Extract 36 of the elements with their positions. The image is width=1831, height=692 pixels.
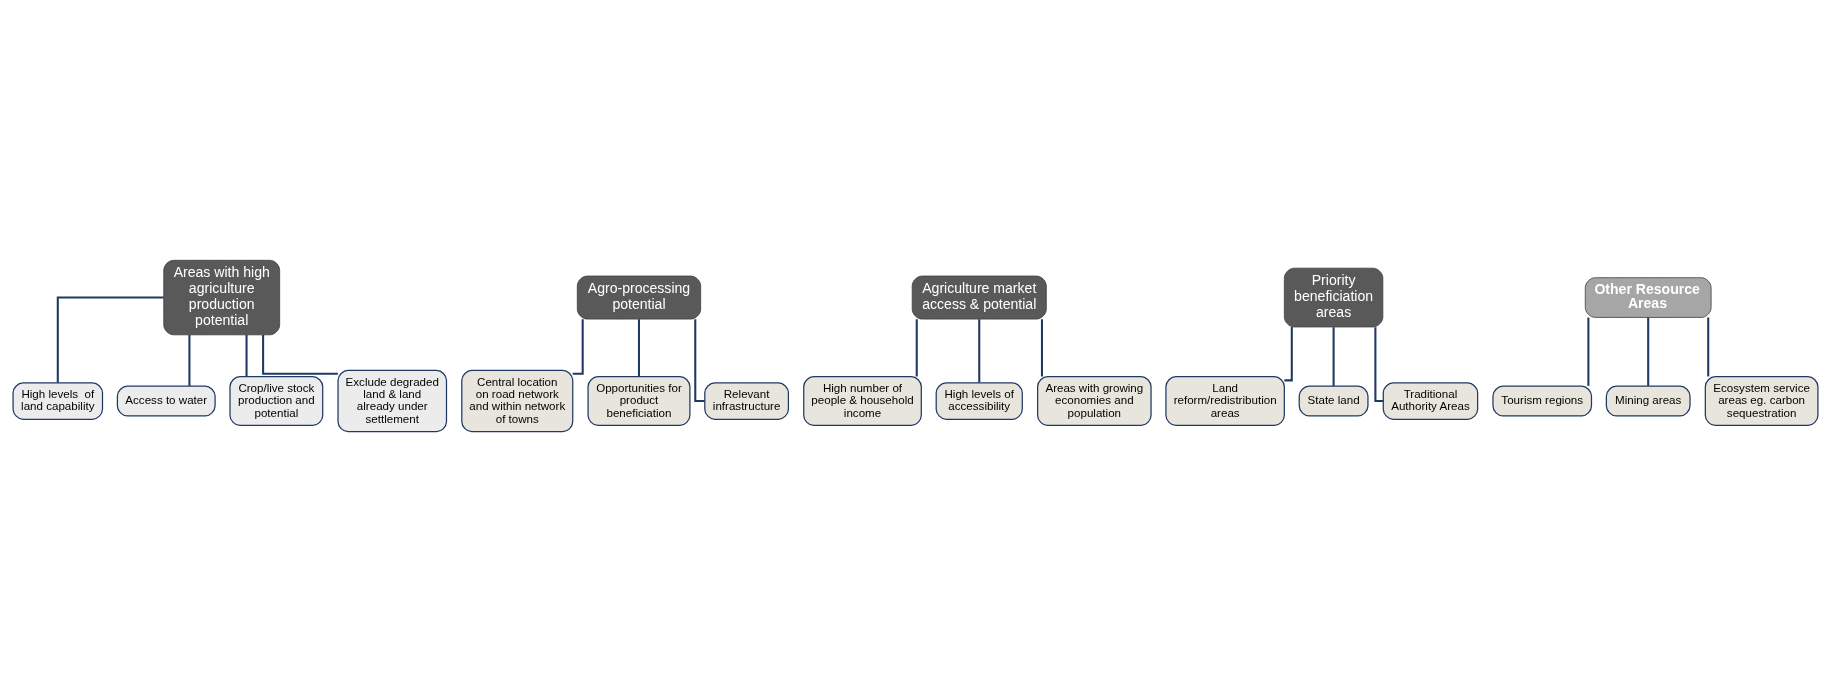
node-box: High levels of accessibility — [935, 382, 1023, 420]
connector — [1647, 317, 1650, 386]
connector — [56, 296, 164, 383]
connector — [978, 319, 981, 383]
connector — [1040, 319, 1043, 377]
connector — [1707, 317, 1710, 377]
node-box: Central location on road network and within network of towns — [461, 369, 574, 433]
connector — [1587, 317, 1590, 386]
node-box: Priority beneficiation areas — [1283, 267, 1384, 328]
node-box: High number of people & household income — [803, 376, 922, 427]
node-box: Access to water — [116, 385, 216, 417]
node-box: Land reform/redistribution areas — [1165, 376, 1285, 427]
connector — [245, 334, 248, 377]
connector — [188, 334, 191, 386]
connector — [262, 335, 338, 375]
node-box: Relevant infrastructure — [704, 382, 790, 420]
node-box: Tourism regions — [1492, 385, 1593, 417]
connector — [572, 319, 584, 375]
node-box: Traditional Authority Areas — [1382, 382, 1479, 420]
connector — [694, 319, 705, 403]
connector — [637, 319, 640, 377]
node-box: State land — [1298, 385, 1369, 417]
node-box: Exclude degraded land & land already under settlement — [337, 369, 448, 433]
node-box: High levels of land capability — [12, 382, 104, 420]
node-box: Crop/live stock production and potential — [229, 376, 324, 427]
node-box: Ecosystem service areas eg. carbon sequestration — [1704, 376, 1819, 427]
node-box: Mining areas — [1605, 385, 1691, 417]
node-box: Agro-processing potential — [576, 275, 702, 320]
node-box: Agriculture market access & potential — [911, 275, 1047, 320]
connector — [1374, 327, 1384, 403]
connector — [1332, 327, 1335, 387]
node-box: Other Resource Areas — [1584, 277, 1712, 318]
node-box: Opportunities for product beneficiation — [587, 376, 691, 427]
node-box: Areas with growing economies and population — [1037, 376, 1152, 427]
connector — [915, 319, 918, 377]
node-box: Areas with high agriculture production potential — [163, 259, 281, 336]
